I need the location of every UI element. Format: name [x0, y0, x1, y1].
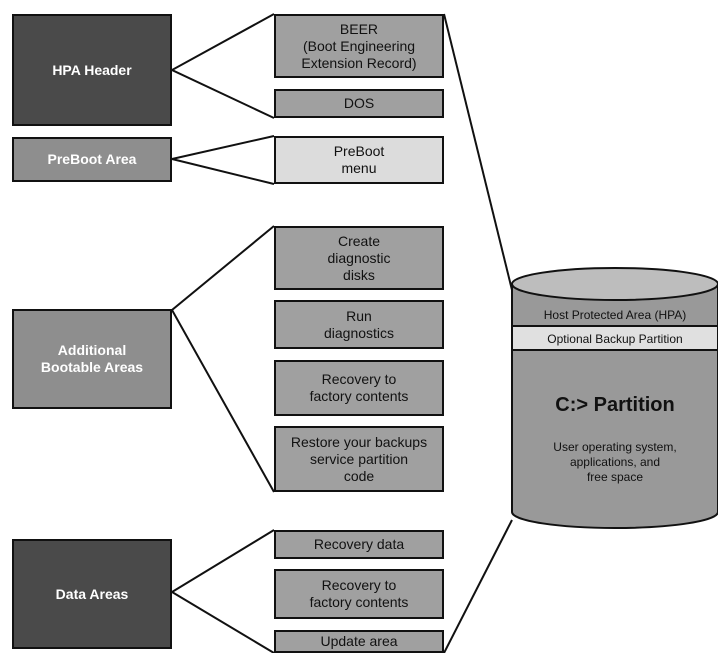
- preboot-menu-box: PreBoot menu: [274, 136, 444, 184]
- cylinder-partition-desc-3: free space: [587, 470, 643, 484]
- disk-cylinder: [511, 267, 718, 529]
- recovery-data-box: Recovery data: [274, 530, 444, 559]
- hpa-header-box: HPA Header: [12, 14, 172, 126]
- data-areas-box: Data Areas: [12, 539, 172, 649]
- connector-to-cylinder-bottom: [443, 519, 513, 653]
- update-area-box: Update area: [274, 630, 444, 653]
- cylinder-partition-desc-2: applications, and: [570, 455, 660, 469]
- cylinder-hpa-label: Host Protected Area (HPA): [544, 308, 687, 322]
- additional-bootable-areas-box: Additional Bootable Areas: [12, 309, 172, 409]
- connector-data-areas: [170, 529, 275, 653]
- cylinder-partition-title: C:> Partition: [555, 394, 674, 416]
- connector-additional-bootable: [170, 225, 275, 493]
- cylinder-top: [511, 267, 718, 301]
- run-diagnostics-box: Run diagnostics: [274, 300, 444, 349]
- cylinder-partition-desc-1: User operating system,: [553, 440, 676, 454]
- connector-preboot-area: [171, 135, 275, 185]
- restore-backups-box: Restore your backups service partition c…: [274, 426, 444, 492]
- recovery-to-factory-contents-box: Recovery to factory contents: [274, 360, 444, 416]
- connector-hpa-header: [169, 13, 275, 119]
- connector-to-cylinder-top: [443, 13, 513, 291]
- create-diagnostic-disks-box: Create diagnostic disks: [274, 226, 444, 290]
- recovery-to-factory-contents-data-box: Recovery to factory contents: [274, 569, 444, 619]
- preboot-area-box: PreBoot Area: [12, 137, 172, 182]
- cylinder-backup-label: Optional Backup Partition: [547, 332, 682, 346]
- dos-box: DOS: [274, 89, 444, 118]
- beer-box: BEER (Boot Engineering Extension Record): [274, 14, 444, 78]
- cylinder-backup-band: [512, 326, 718, 350]
